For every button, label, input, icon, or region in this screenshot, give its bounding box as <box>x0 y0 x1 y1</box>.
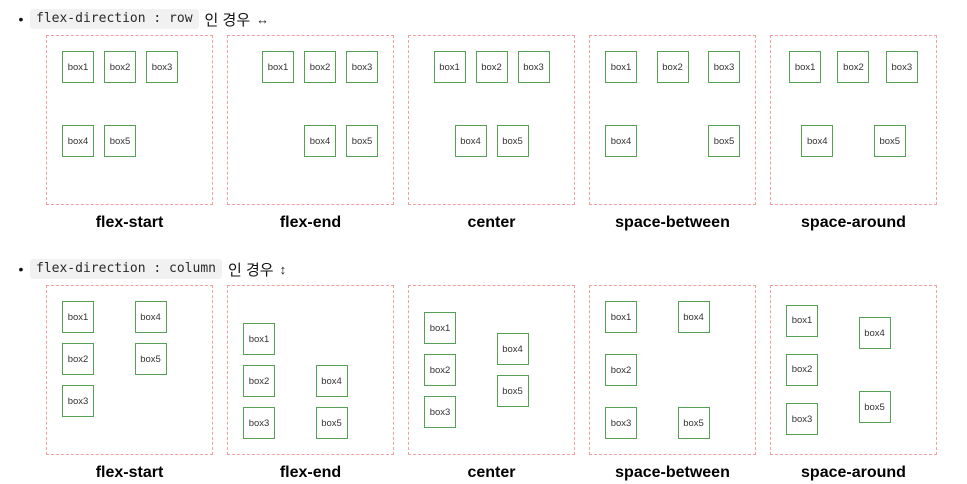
flex-box: box3 <box>146 51 178 83</box>
flex-box: box1 <box>243 323 275 355</box>
flex-box: box2 <box>786 353 818 386</box>
example-column-space-between: box1 box2 box3 box4 box5 space-between <box>589 285 756 484</box>
example-label: space-between <box>615 464 730 481</box>
example-column-center: box1 box2 box3 box4 box5 center <box>408 285 575 484</box>
flex-box: box5 <box>677 407 710 439</box>
code-span-flex-direction-column: flex-direction : column <box>30 259 223 279</box>
flex-container-column-flex-start: box1 box2 box3 box4 box5 <box>46 285 213 455</box>
example-label: flex-end <box>279 464 342 481</box>
examples-row-direction-row: box1 box2 box3 box4 box5 flex-start box1… <box>46 35 967 234</box>
example-label: center <box>467 214 516 231</box>
flex-box: box3 <box>885 51 918 83</box>
bullet-text-row: 인 경우 <box>204 11 251 29</box>
section-flex-direction-row: • flex-direction : row 인 경우 ↔ box1 box2 … <box>0 8 967 234</box>
flex-box: box5 <box>496 125 529 157</box>
flex-box: box3 <box>424 396 456 428</box>
flex-box: box4 <box>605 125 637 157</box>
flex-box: box4 <box>801 125 834 157</box>
flex-box: box4 <box>134 301 167 333</box>
flex-box: box2 <box>304 51 336 83</box>
flex-container-row-center: box1 box2 box3 box4 box5 <box>408 35 575 205</box>
example-label: flex-start <box>95 464 164 481</box>
bullet-line-column: • flex-direction : column 인 경우 ↕ <box>12 258 967 280</box>
example-label: space-around <box>801 464 906 481</box>
example-column-flex-end: box1 box2 box3 box4 box5 flex-end <box>227 285 394 484</box>
flex-box: box4 <box>496 333 529 365</box>
up-down-arrow-icon: ↕ <box>279 261 287 277</box>
flex-box: box4 <box>304 125 336 157</box>
flex-box: box4 <box>315 365 348 397</box>
flex-box: box5 <box>496 375 529 407</box>
flex-box: box2 <box>424 354 456 386</box>
flex-box: box5 <box>315 407 348 439</box>
example-row-flex-start: box1 box2 box3 box4 box5 flex-start <box>46 35 213 234</box>
flex-container-row-space-between: box1 box2 box3 box4 box5 <box>589 35 756 205</box>
flex-box: box2 <box>62 343 94 375</box>
flex-box: box1 <box>424 312 456 344</box>
flex-container-column-space-between: box1 box2 box3 box4 box5 <box>589 285 756 455</box>
example-column-space-around: box1 box2 box3 box4 box5 space-around <box>770 285 937 484</box>
flex-box: box1 <box>262 51 294 83</box>
flex-container-column-center: box1 box2 box3 box4 box5 <box>408 285 575 455</box>
bullet-line-row: • flex-direction : row 인 경우 ↔ <box>12 8 967 30</box>
section-flex-direction-column: • flex-direction : column 인 경우 ↕ box1 bo… <box>0 258 967 484</box>
example-row-center: box1 box2 box3 box4 box5 center <box>408 35 575 234</box>
flex-box: box2 <box>605 354 637 386</box>
flex-container-column-flex-end: box1 box2 box3 box4 box5 <box>227 285 394 455</box>
section-divider-space <box>0 248 967 256</box>
flex-container-column-space-around: box1 box2 box3 box4 box5 <box>770 285 937 455</box>
flex-box: box1 <box>433 51 466 83</box>
example-label: space-around <box>801 214 906 231</box>
flex-box: box3 <box>243 407 275 439</box>
bullet-icon: • <box>18 261 24 277</box>
flex-box: box4 <box>62 125 94 157</box>
flex-box: box3 <box>708 51 740 83</box>
flex-box: box2 <box>104 51 136 83</box>
flex-box: box4 <box>677 301 710 333</box>
flex-box: box1 <box>62 51 94 83</box>
code-span-flex-direction-row: flex-direction : row <box>30 9 199 29</box>
flex-box: box3 <box>62 385 94 417</box>
example-row-space-between: box1 box2 box3 box4 box5 space-between <box>589 35 756 234</box>
flex-box: box4 <box>858 317 891 349</box>
flex-box: box2 <box>243 365 275 397</box>
flex-box: box4 <box>454 125 487 157</box>
example-label: flex-end <box>279 214 342 231</box>
flex-box: box5 <box>858 391 891 423</box>
flex-box: box3 <box>786 403 818 436</box>
flex-box: box3 <box>346 51 378 83</box>
flex-box: box5 <box>104 125 136 157</box>
flex-box: box5 <box>873 125 906 157</box>
flex-box: box2 <box>475 51 508 83</box>
left-right-arrow-icon: ↔ <box>256 11 270 27</box>
flex-container-row-flex-end: box1 box2 box3 box4 box5 <box>227 35 394 205</box>
flex-box: box1 <box>605 301 637 333</box>
flex-container-row-flex-start: box1 box2 box3 box4 box5 <box>46 35 213 205</box>
bullet-icon: • <box>18 11 24 27</box>
flex-box: box1 <box>789 51 822 83</box>
examples-row-direction-column: box1 box2 box3 box4 box5 flex-start box1… <box>46 285 967 484</box>
flex-box: box1 <box>605 51 637 83</box>
flex-box: box1 <box>62 301 94 333</box>
flex-box: box2 <box>837 51 870 83</box>
bullet-text-column: 인 경우 <box>228 261 274 279</box>
flex-box: box5 <box>708 125 740 157</box>
example-label: center <box>467 464 516 481</box>
flex-box: box3 <box>517 51 550 83</box>
flex-container-row-space-around: box1 box2 box3 box4 box5 <box>770 35 937 205</box>
flex-box: box5 <box>134 343 167 375</box>
flex-box: box2 <box>656 51 689 83</box>
flex-box: box5 <box>346 125 378 157</box>
example-row-flex-end: box1 box2 box3 box4 box5 flex-end <box>227 35 394 234</box>
example-column-flex-start: box1 box2 box3 box4 box5 flex-start <box>46 285 213 484</box>
example-label: space-between <box>615 214 730 231</box>
flex-box: box3 <box>605 407 637 439</box>
example-row-space-around: box1 box2 box3 box4 box5 space-around <box>770 35 937 234</box>
flex-box: box1 <box>786 304 818 337</box>
example-label: flex-start <box>95 214 164 231</box>
